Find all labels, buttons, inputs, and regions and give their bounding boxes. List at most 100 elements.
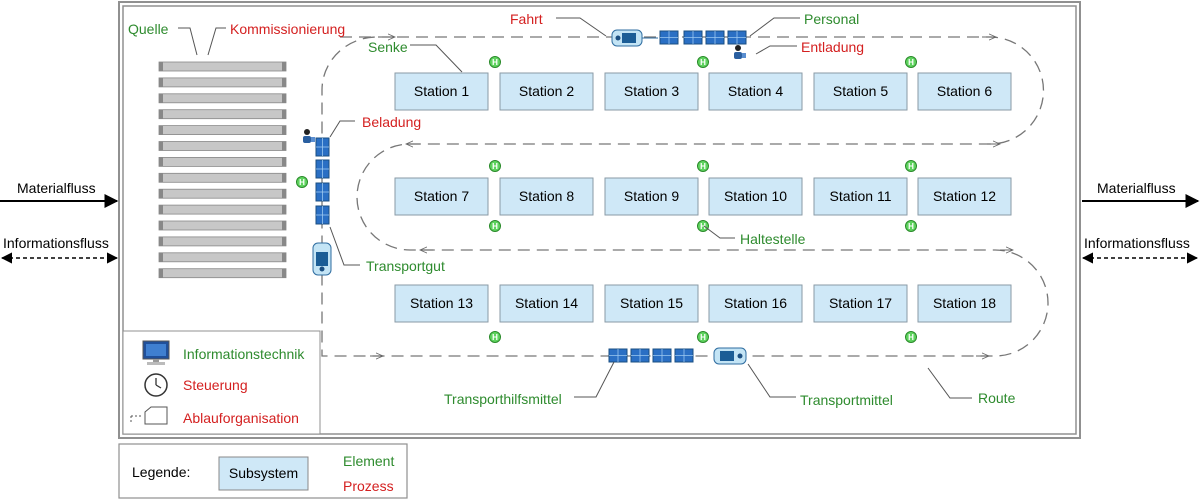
monitor-icon	[142, 340, 170, 365]
station-17: Station 17	[813, 284, 908, 323]
station-label: Station 14	[515, 295, 578, 311]
route-path	[321, 36, 1049, 357]
stop-icon: H	[697, 220, 709, 232]
station-12: Station 12	[917, 177, 1012, 216]
legend-subsystem: Subsystem	[229, 465, 298, 481]
inner-legend: Informationstechnik Steuerung Ablauforga…	[122, 330, 321, 435]
clock-icon	[144, 373, 168, 397]
carrier-icon	[652, 348, 672, 363]
stop-icon: H	[296, 176, 308, 188]
stop-icon: H	[489, 331, 501, 343]
informationsfluss-left-label: Informationsfluss	[3, 235, 109, 251]
informationsfluss-right-label: Informationsfluss	[1084, 235, 1190, 251]
station-label: Station 11	[829, 188, 891, 204]
stop-symbol: H	[700, 333, 706, 342]
station-label: Station 7	[414, 188, 469, 204]
station-label: Station 3	[624, 83, 679, 99]
station-label: Station 4	[728, 83, 783, 99]
label-kommissionierung: Kommissionierung	[230, 21, 345, 37]
station-label: Station 1	[414, 83, 469, 99]
label-route: Route	[978, 390, 1016, 406]
legend-ablauforganisation: Ablauforganisation	[183, 410, 299, 426]
label-entladung: Entladung	[801, 39, 864, 55]
person-entladung-icon	[734, 45, 746, 59]
vehicle-transportmittel	[713, 347, 747, 365]
station-11: Station 11	[813, 177, 908, 216]
stations-grid: Station 1 Station 2 Station 3 Station 4 Stat…	[394, 72, 1012, 323]
station-label: Station 2	[519, 83, 574, 99]
carrier-icon	[630, 348, 650, 363]
station-13: Station 13	[394, 284, 489, 323]
shelf	[158, 188, 287, 199]
stop-icon: H	[905, 220, 917, 232]
stop-symbol: H	[492, 222, 498, 231]
label-personal: Personal	[804, 11, 859, 27]
station-9: Station 9	[604, 177, 699, 216]
carrier-icon	[727, 30, 747, 45]
station-label: Station 12	[933, 188, 996, 204]
station-4: Station 4	[708, 72, 803, 111]
document-icon	[130, 406, 168, 425]
station-15: Station 15	[604, 284, 699, 323]
station-6: Station 6	[917, 72, 1012, 111]
shelf	[158, 61, 287, 72]
station-label: Station 13	[410, 295, 473, 311]
person-beladung-icon	[303, 129, 315, 143]
station-2: Station 2	[499, 72, 594, 111]
shelf	[158, 236, 287, 247]
carriers-bottom	[608, 348, 694, 363]
station-5: Station 5	[813, 72, 908, 111]
stop-icon: H	[489, 56, 501, 68]
legend-title: Legende:	[132, 464, 190, 480]
station-label: Station 15	[620, 295, 683, 311]
route-arrows	[370, 37, 1013, 356]
stop-symbol: H	[492, 162, 498, 171]
carrier-icon	[315, 159, 330, 179]
label-beladung: Beladung	[362, 114, 421, 130]
diagram-labels: Quelle Kommissionierung Fahrt Personal S…	[128, 11, 1016, 408]
carrier-icon	[683, 30, 703, 45]
stop-icon: H	[905, 160, 917, 172]
shelf	[158, 204, 287, 215]
stop-icon: H	[697, 160, 709, 172]
shelf	[158, 156, 287, 167]
label-transportgut: Transportgut	[366, 258, 445, 274]
station-1: Station 1	[394, 72, 489, 111]
shelf	[158, 252, 287, 263]
carrier-icon	[608, 348, 628, 363]
stop-icon: H	[905, 331, 917, 343]
carrier-icon	[315, 205, 330, 225]
stop-symbol: H	[700, 162, 706, 171]
carrier-icon	[315, 137, 330, 157]
carriers-top	[659, 30, 747, 45]
label-quelle: Quelle	[128, 21, 169, 37]
label-fahrt: Fahrt	[510, 11, 543, 27]
stop-symbol: H	[908, 333, 914, 342]
station-label: Station 18	[933, 295, 996, 311]
label-transporthilfsmittel: Transporthilfsmittel	[444, 391, 562, 407]
stop-icon: H	[489, 160, 501, 172]
shelf	[158, 77, 287, 88]
materialfluss-right-label: Materialfluss	[1097, 180, 1176, 196]
station-label: Station 10	[724, 188, 787, 204]
shelf	[158, 268, 287, 279]
stop-symbol: H	[299, 178, 305, 187]
stop-icon: H	[905, 56, 917, 68]
legend-subsystem-box	[218, 456, 309, 491]
stop-symbol: H	[908, 162, 914, 171]
station-16: Station 16	[708, 284, 803, 323]
carrier-icon	[705, 30, 725, 45]
station-label: Station 17	[829, 295, 892, 311]
label-transportmittel: Transportmittel	[800, 392, 893, 408]
legend-element: Element	[343, 453, 394, 469]
station-8: Station 8	[499, 177, 594, 216]
leader-lines	[178, 17, 972, 399]
side-flows: Materialfluss Informationsfluss Material…	[0, 180, 1200, 264]
station-7: Station 7	[394, 177, 489, 216]
shelf	[158, 93, 287, 104]
legend-informationstechnik: Informationstechnik	[183, 346, 305, 362]
station-10: Station 10	[708, 177, 803, 216]
station-label: Station 9	[624, 188, 679, 204]
station-label: Station 8	[519, 188, 574, 204]
